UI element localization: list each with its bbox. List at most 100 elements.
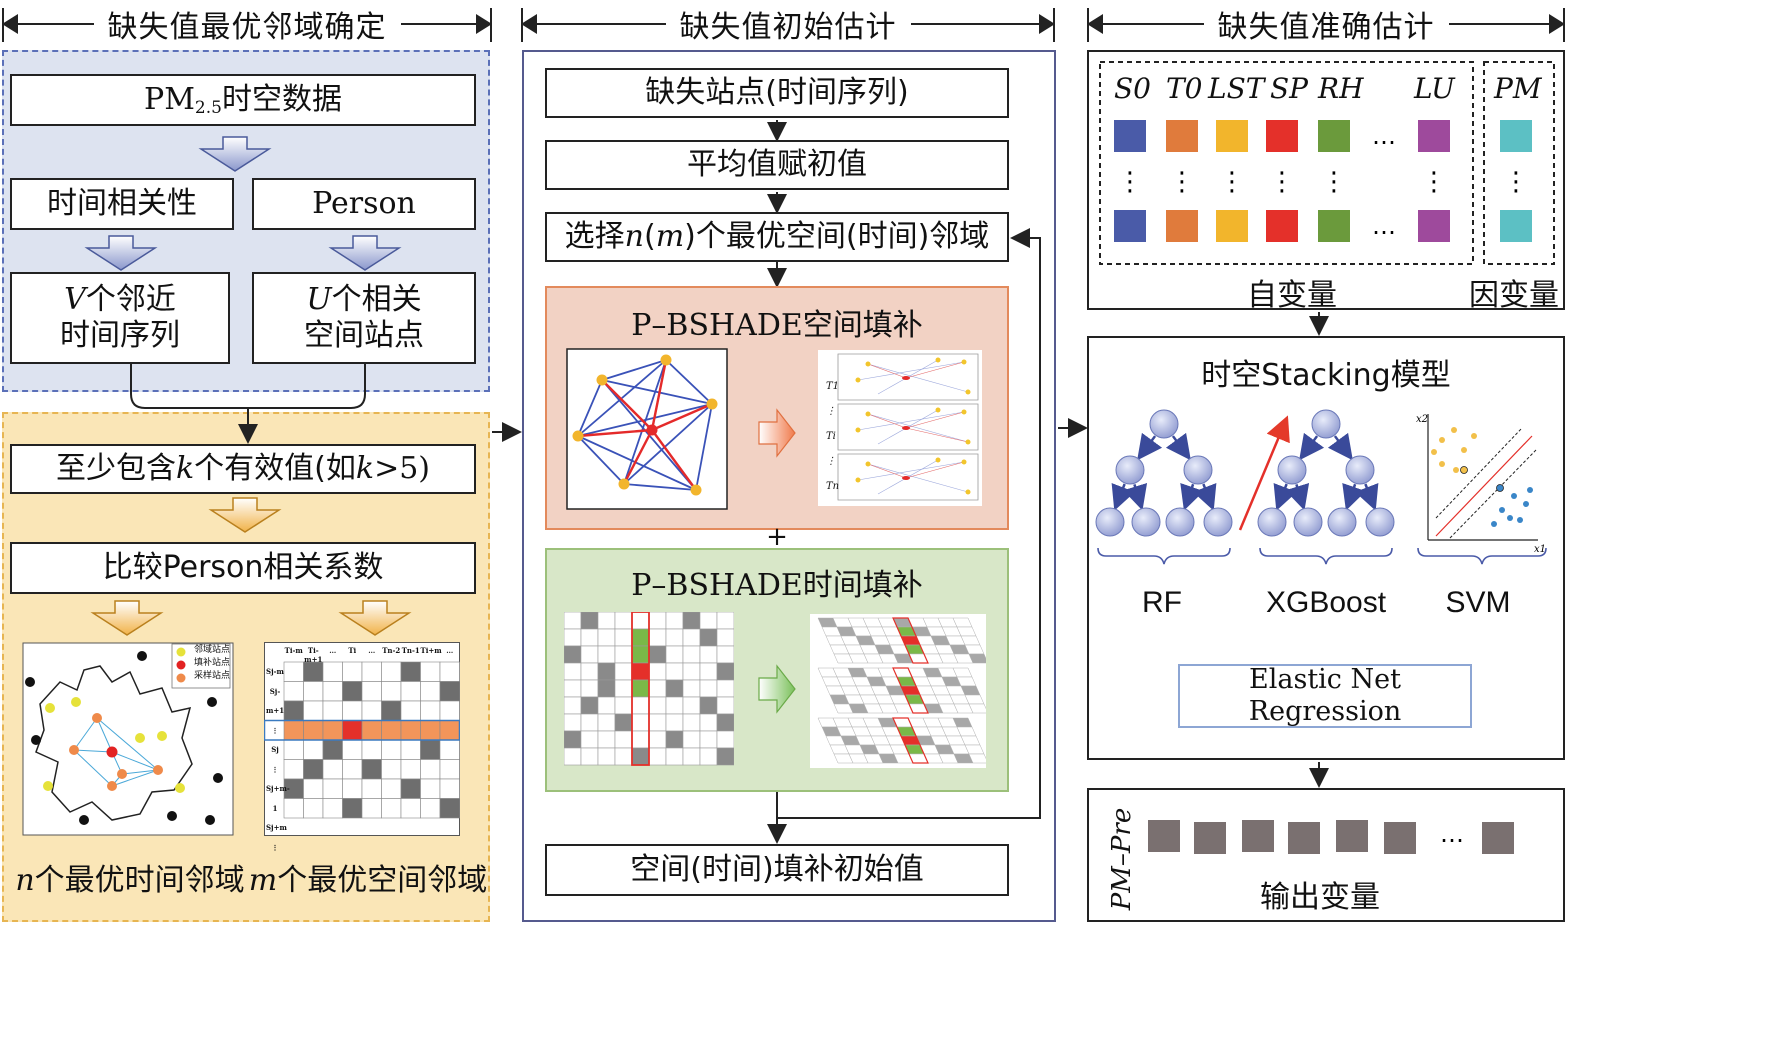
output-square: [1288, 822, 1320, 854]
pm-vdots-icon: ⋮: [1503, 167, 1529, 197]
table-cell: [303, 778, 324, 799]
row-h-0: Sj-m: [266, 667, 284, 676]
pm-square-bottom: [1500, 210, 1532, 242]
grid-cell: [682, 662, 701, 681]
var-square-top: [1418, 120, 1450, 152]
layer-dots-1: ⋮: [826, 406, 836, 417]
var-lst: LST: [1208, 72, 1265, 105]
output-square: [1384, 822, 1416, 854]
grid-cell: [648, 662, 667, 681]
var-square-top: [1216, 120, 1248, 152]
variable-squares: ⋮⋮⋮⋮⋮⋮⋮……: [1114, 120, 1532, 242]
row-h-5: Sj+m-1: [266, 784, 290, 813]
v-line1: 个邻近: [85, 282, 176, 317]
table-cell: [381, 661, 402, 682]
grid-cell: [597, 679, 616, 698]
layer-tn: Tn: [826, 481, 840, 492]
table-cell: [303, 681, 324, 702]
stacking-title: 时空Stacking模型: [1201, 358, 1451, 393]
grid-cell: [682, 645, 701, 664]
grid-cell: [614, 747, 633, 766]
table-cell: [420, 739, 441, 760]
table-cell: [303, 720, 324, 741]
atleast-pre: 至少包含: [55, 451, 176, 486]
table-col-headers: Ti-m Ti-m+1 … Ti … Tn-2 Tn-1 Ti+m …: [284, 646, 460, 664]
tree-brace: [1097, 547, 1231, 565]
var-square-top: [1166, 120, 1198, 152]
tree-node: [1365, 507, 1395, 537]
grid-cell: [631, 747, 650, 766]
col-h-7: Ti+m: [420, 646, 442, 655]
tree-edge: [1180, 482, 1204, 511]
grid-cell: [682, 628, 701, 647]
var-square-bottom: [1166, 210, 1198, 242]
u-line2: 空间站点: [304, 318, 424, 353]
grid-cell: [597, 730, 616, 749]
grid-cell: [597, 628, 616, 647]
table-cell: [439, 739, 460, 760]
model-svm: SVM: [1445, 586, 1511, 619]
grid-cell: [580, 662, 599, 681]
row-h-2: ⋮: [271, 725, 279, 735]
grid-cell: [580, 645, 599, 664]
grid-cell: [614, 679, 633, 698]
row-h-6: Sj+m: [266, 823, 287, 832]
var-sp: SP: [1270, 72, 1309, 105]
svm-point-yellow: [1439, 437, 1445, 443]
table-cell: [283, 739, 304, 760]
row-h-3: Sj: [271, 745, 279, 754]
temporal-right-arrow-icon: [758, 664, 796, 714]
grid-cell: [631, 730, 650, 749]
svm-point-blue: [1523, 501, 1529, 507]
grid-cell: [665, 628, 684, 647]
left-down-arrow-6: [338, 600, 412, 636]
grid-cell: [699, 645, 718, 664]
svm-point-yellow: [1439, 461, 1445, 467]
select-m: m: [655, 219, 685, 254]
grid-cell: [614, 730, 633, 749]
xgboost-tree-icon: [1257, 409, 1395, 565]
svm-point-blue: [1507, 515, 1513, 521]
independent-var-label: 自变量: [1247, 278, 1337, 313]
final-label: 空间(时间)填补初始值: [630, 852, 924, 887]
atleast-post: >5): [374, 451, 431, 486]
svm-point-yellow: [1451, 427, 1457, 433]
table-cell: [322, 661, 343, 682]
table-cell: [420, 661, 441, 682]
spatial-fill-title: P–BSHADE空间填补: [631, 308, 923, 343]
table-cell: [381, 700, 402, 721]
output-var-label: 输出变量: [1260, 880, 1380, 915]
layer-ti: Ti: [826, 431, 836, 442]
svm-point-blue: [1491, 521, 1497, 527]
grid-cell: [597, 662, 616, 681]
grid-cell: [648, 679, 667, 698]
output-square: [1194, 822, 1226, 854]
tree-node: [1131, 507, 1161, 537]
select-paren1: (: [644, 219, 656, 254]
row-h-4: ⋮: [271, 764, 279, 774]
plus-sign: +: [766, 522, 788, 552]
left-down-arrow-2: [84, 235, 158, 271]
legend-labels: 邻域站点 填补站点 采样站点: [194, 644, 230, 683]
vdots-icon: ⋮: [1169, 167, 1195, 197]
table-cell: [420, 778, 441, 799]
table-cell: [361, 661, 382, 682]
output-square: [1482, 822, 1514, 854]
grid-cell: [699, 612, 718, 630]
table-cell: [361, 681, 382, 702]
grid-cell: [665, 747, 684, 766]
table-cell: [342, 700, 363, 721]
spatial-right-arrow-icon: [758, 408, 796, 458]
tree-edge: [1111, 482, 1135, 511]
table-cell: [361, 759, 382, 780]
grid-cell: [699, 662, 718, 681]
tree-node: [1293, 507, 1323, 537]
tree-node: [1327, 507, 1357, 537]
grid-cell: [580, 679, 599, 698]
grid-cell: [614, 662, 633, 681]
table-cell: [420, 798, 441, 819]
left-down-arrow-5: [90, 600, 164, 636]
